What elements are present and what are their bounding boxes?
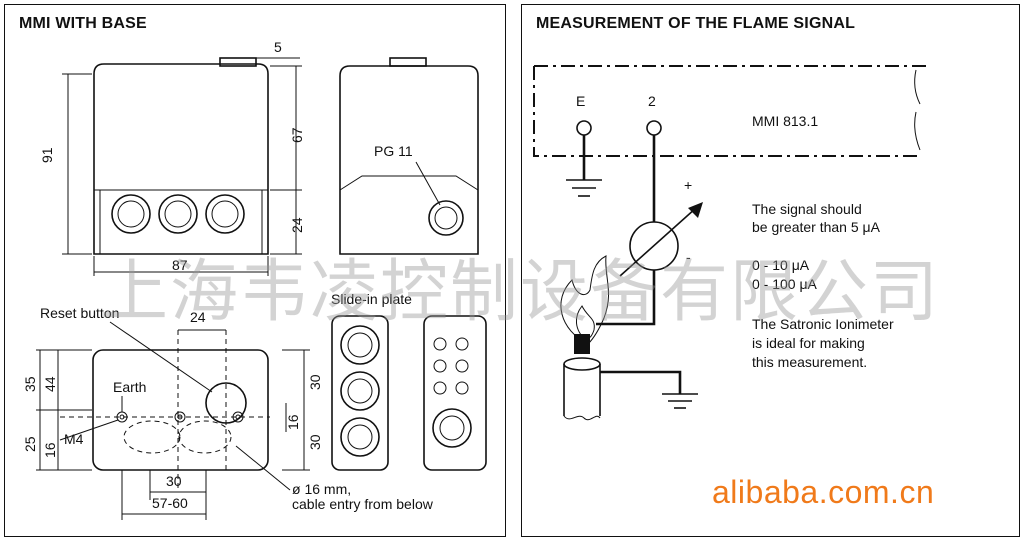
dim-30-lower: 30 — [307, 434, 323, 450]
text-line-3: 0 - 10 μA — [752, 257, 810, 273]
dim-5: 5 — [274, 39, 282, 55]
side-view: PG 11 — [339, 57, 479, 255]
cable-glands — [111, 194, 245, 234]
label-earth: Earth — [113, 379, 146, 395]
terminal-e — [576, 120, 592, 136]
label-cable-entry: cable entry from below — [292, 496, 434, 512]
dim-16-left: 16 — [42, 442, 58, 458]
bottom-view: 24 35 44 25 16 M4 Earth Reset button 16 … — [22, 305, 434, 520]
mmi-with-base-panel: MMI WITH BASE — [4, 4, 506, 537]
slide-in-plates: Slide-in plate — [331, 291, 487, 471]
dim-30-upper: 30 — [307, 374, 323, 390]
minus-label: - — [686, 249, 691, 265]
panel-title-flame: MEASUREMENT OF THE FLAME SIGNAL — [536, 15, 856, 32]
flame-signal-panel: MEASUREMENT OF THE FLAME SIGNAL — [521, 4, 1020, 537]
flame-icon — [560, 255, 610, 345]
front-view: 91 67 24 5 87 — [39, 39, 305, 276]
terminal-e-label: E — [576, 93, 585, 109]
text-line-4: 0 - 100 μA — [752, 276, 818, 292]
label-slide-in-plate: Slide-in plate — [331, 291, 412, 307]
alibaba-logo: alibaba.com.cn — [712, 474, 935, 510]
device-label: MMI 813.1 — [752, 113, 818, 129]
burner-electrode — [563, 357, 601, 421]
dim-16-right: 16 — [285, 414, 301, 430]
text-line-5: The Satronic Ionimeter — [752, 316, 894, 332]
text-line-2: be greater than 5 μA — [752, 219, 881, 235]
label-reset-button: Reset button — [40, 305, 119, 321]
dim-24-vertical: 24 — [289, 217, 305, 233]
dim-57-60: 57-60 — [152, 495, 188, 511]
dim-44: 44 — [42, 376, 58, 392]
dim-30-horizontal: 30 — [166, 473, 182, 489]
flame-signal-circuit: E 2 MMI 813.1 + - The signal should be g… — [533, 65, 926, 421]
panel-title-mmi: MMI WITH BASE — [19, 15, 147, 32]
terminal-2 — [646, 120, 662, 136]
terminal-2-label: 2 — [648, 93, 656, 109]
dim-87: 87 — [172, 257, 188, 273]
label-m4: M4 — [64, 431, 84, 447]
dim-24-horizontal: 24 — [190, 309, 206, 325]
dim-25: 25 — [22, 436, 38, 452]
dim-35: 35 — [22, 376, 38, 392]
dim-91: 91 — [39, 147, 55, 163]
text-line-6: is ideal for making — [752, 335, 865, 351]
label-dia-16mm: ø 16 mm, — [292, 481, 351, 497]
label-pg11: PG 11 — [374, 143, 413, 159]
text-line-7: this measurement. — [752, 354, 867, 370]
text-line-1: The signal should — [752, 201, 862, 217]
dim-67: 67 — [289, 127, 305, 143]
plus-label: + — [684, 177, 692, 193]
